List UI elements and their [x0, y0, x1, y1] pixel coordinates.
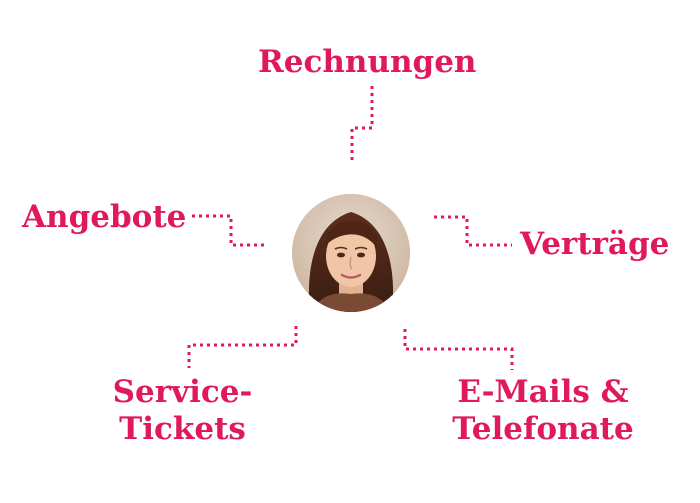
- node-vertraege: Verträge: [520, 226, 670, 262]
- connector-service-tickets: [187, 326, 298, 368]
- node-service-tickets-line2: Tickets: [119, 411, 246, 448]
- node-angebote: Angebote: [22, 199, 187, 235]
- node-service-tickets-line1: Service-: [112, 374, 253, 410]
- connector-rechnungen: [350, 86, 374, 160]
- node-emails-telefonate-line2: Telefonate: [452, 411, 634, 448]
- node-emails-telefonate-line1: E-Mails &: [457, 374, 629, 410]
- connector-vertraege: [434, 215, 512, 247]
- node-emails-telefonate: E-Mails & Telefonate: [448, 374, 638, 448]
- node-service-tickets: Service- Tickets: [100, 374, 265, 448]
- avatar: [292, 194, 410, 312]
- connector-emails-telefonate: [403, 329, 514, 370]
- connector-angebote: [192, 214, 266, 247]
- woman-portrait-icon: [292, 194, 410, 312]
- node-rechnungen: Rechnungen: [258, 44, 477, 80]
